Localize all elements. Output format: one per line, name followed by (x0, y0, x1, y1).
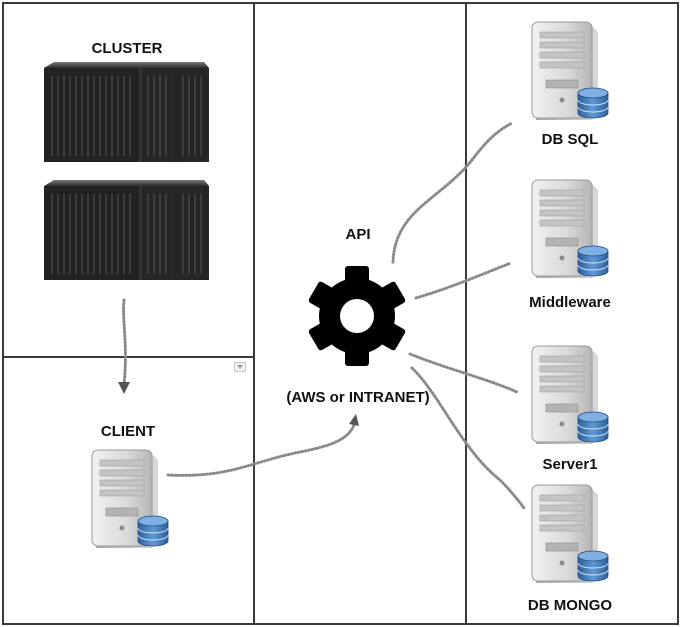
dbmongo-server-icon (531, 484, 609, 584)
server1-label: Server1 (542, 456, 598, 473)
api-dbmongo-connector (410, 366, 526, 510)
panel-dropdown-icon[interactable] (234, 362, 246, 372)
api-server1-connector (408, 352, 519, 394)
cluster-label: CLUSTER (91, 40, 163, 57)
client-arrowhead (118, 382, 130, 394)
dbsql-label: DB SQL (541, 131, 599, 148)
api-middleware-connector (414, 261, 513, 300)
client-label: CLIENT (100, 423, 156, 440)
middleware-label: Middleware (529, 294, 611, 311)
server1-server-icon (531, 345, 609, 445)
gear-icon (308, 266, 406, 366)
api-arrowhead (349, 414, 359, 426)
client-api-connector (166, 420, 357, 477)
cluster-client-connector (122, 298, 127, 387)
api-dbsql-connector (391, 121, 514, 264)
dbmongo-label: DB MONGO (527, 597, 613, 614)
server-rack-icon (43, 61, 210, 281)
dbsql-server-icon (531, 21, 609, 121)
client-server-icon (91, 449, 169, 549)
middleware-server-icon (531, 179, 609, 279)
api-note-label: (AWS or INTRANET) (286, 389, 430, 406)
api-label: API (345, 226, 371, 243)
